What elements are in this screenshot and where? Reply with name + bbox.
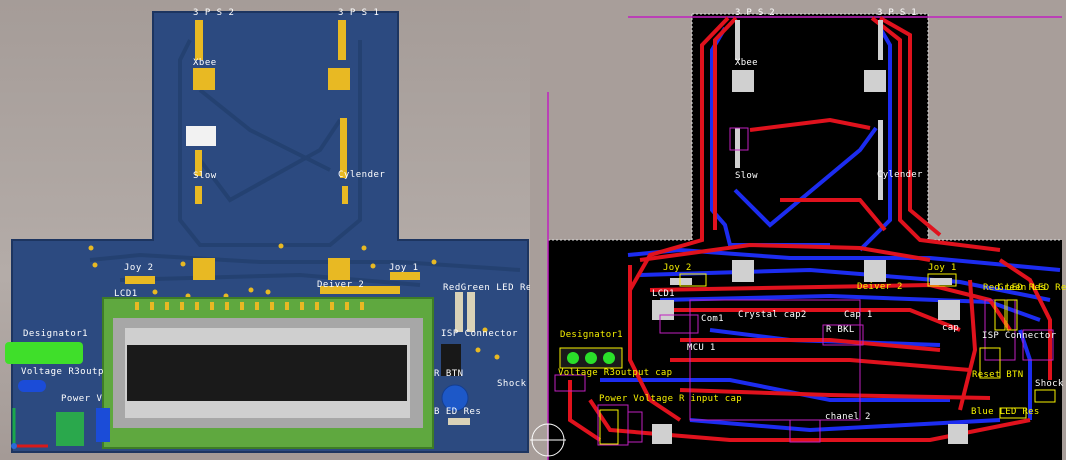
lcd1-label: LCD1: [114, 289, 138, 299]
connector-ps1-label: 3 P S 1: [877, 8, 918, 18]
pcb-2d-view[interactable]: 3 P S 2 3 P S 1 Xbee Slow Cylender Joy 2…: [530, 0, 1066, 460]
designator1-label: Designator1: [23, 329, 89, 339]
crystal-cap2-label: Crystal cap2: [738, 310, 807, 320]
red-green-led-res-label: RedGreen LED Res: [443, 283, 530, 293]
lcd1-label: LCD1: [652, 289, 675, 299]
cylender-label: Cylender: [877, 170, 923, 180]
red-led-res-label: Red LED Res: [983, 283, 1046, 293]
isp-connector-label: ISP Connector: [441, 329, 518, 339]
blue-led-res-label: Blue LED Res: [971, 407, 1040, 417]
deiver2-label: Deiver 2: [317, 280, 365, 290]
connector-ps2-label: 3 P S 2: [193, 8, 235, 18]
xbee-label: Xbee: [193, 58, 217, 68]
board-2d-render: [530, 13, 1062, 460]
power-v-label: Power V: [61, 394, 103, 404]
voltage-routput-label: Voltage R3output cap: [558, 368, 673, 378]
designator1-label: Designator1: [560, 330, 623, 340]
slow-label: Slow: [735, 171, 758, 181]
connector-ps1-label: 3 P S 1: [338, 8, 380, 18]
r-bkl-label: R BKL: [826, 325, 855, 335]
joy1-label: Joy 1: [389, 263, 419, 273]
mcu1-label: MCU 1: [687, 343, 716, 353]
cap1-label: Cap 1: [844, 310, 873, 320]
connector-ps2-label: 3 P S 2: [735, 8, 776, 18]
power-voltage-label: Power Voltage R input cap: [599, 394, 742, 404]
blue-led-res-label: B ED Res: [434, 407, 482, 417]
deiver2-label: Deiver 2: [857, 282, 903, 292]
channel2-label: chanel 2: [825, 412, 871, 422]
isp-connector-label: ISP Connector: [982, 331, 1057, 341]
com1-label: Com1: [701, 314, 724, 324]
cylender-label: Cylender: [338, 170, 386, 180]
reset-btn-label: Reset BTN: [972, 370, 1024, 380]
cap-label: cap: [942, 323, 960, 333]
shock-label: Shock: [497, 379, 527, 389]
joy2-label: Joy 2: [663, 263, 692, 273]
board-3d-render: [5, 11, 529, 453]
voltage-routput-label: Voltage R3outp: [21, 367, 104, 377]
shock-label: Shock: [1035, 379, 1064, 389]
reset-btn-label: R BTN: [434, 369, 464, 379]
xbee-label: Xbee: [735, 58, 758, 68]
joy2-label: Joy 2: [124, 263, 154, 273]
pcb-3d-view[interactable]: 3 P S 2 3 P S 1 Xbee Slow Cylender Joy 2…: [0, 0, 530, 460]
slow-label: Slow: [193, 171, 217, 181]
joy1-label: Joy 1: [928, 263, 957, 273]
green-led-res-label: Green LED Res: [998, 283, 1066, 293]
